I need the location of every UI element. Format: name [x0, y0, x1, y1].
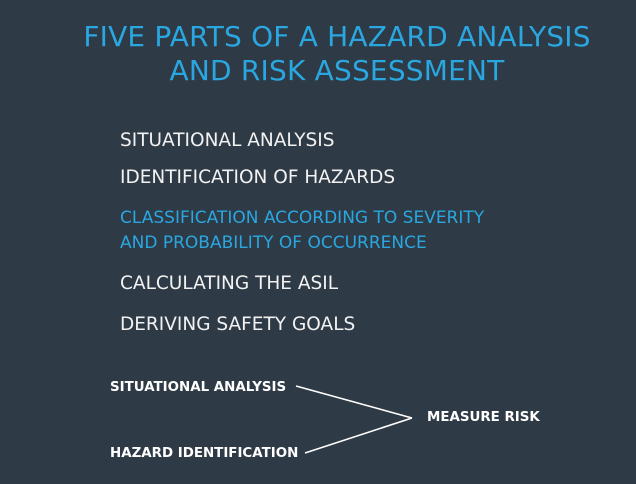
- diagram-input-situational-analysis: SITUATIONAL ANALYSIS: [110, 380, 287, 395]
- part-item-classification-line-1: CLASSIFICATION ACCORDING TO SEVERITY: [120, 208, 485, 228]
- diagram-output-measure-risk: MEASURE RISK: [427, 410, 540, 425]
- slide-title: FIVE PARTS OF A HAZARD ANALYSIS AND RISK…: [0, 20, 636, 88]
- part-item-identification-of-hazards: IDENTIFICATION OF HAZARDS: [120, 167, 396, 188]
- connector-line-bottom: [304, 417, 413, 454]
- diagram-input-hazard-identification: HAZARD IDENTIFICATION: [110, 446, 299, 461]
- part-item-deriving-safety-goals: DERIVING SAFETY GOALS: [120, 314, 356, 335]
- slide-title-line-1: FIVE PARTS OF A HAZARD ANALYSIS: [83, 20, 591, 53]
- connector-line-top: [295, 385, 413, 419]
- part-item-calculating-asil: CALCULATING THE ASIL: [120, 273, 339, 294]
- slide-title-line-2: AND RISK ASSESSMENT: [169, 54, 505, 87]
- part-item-situational-analysis: SITUATIONAL ANALYSIS: [120, 130, 335, 151]
- part-item-classification-line-2: AND PROBABILITY OF OCCURRENCE: [120, 233, 427, 253]
- part-item-classification: CLASSIFICATION ACCORDING TO SEVERITY AND…: [120, 206, 484, 256]
